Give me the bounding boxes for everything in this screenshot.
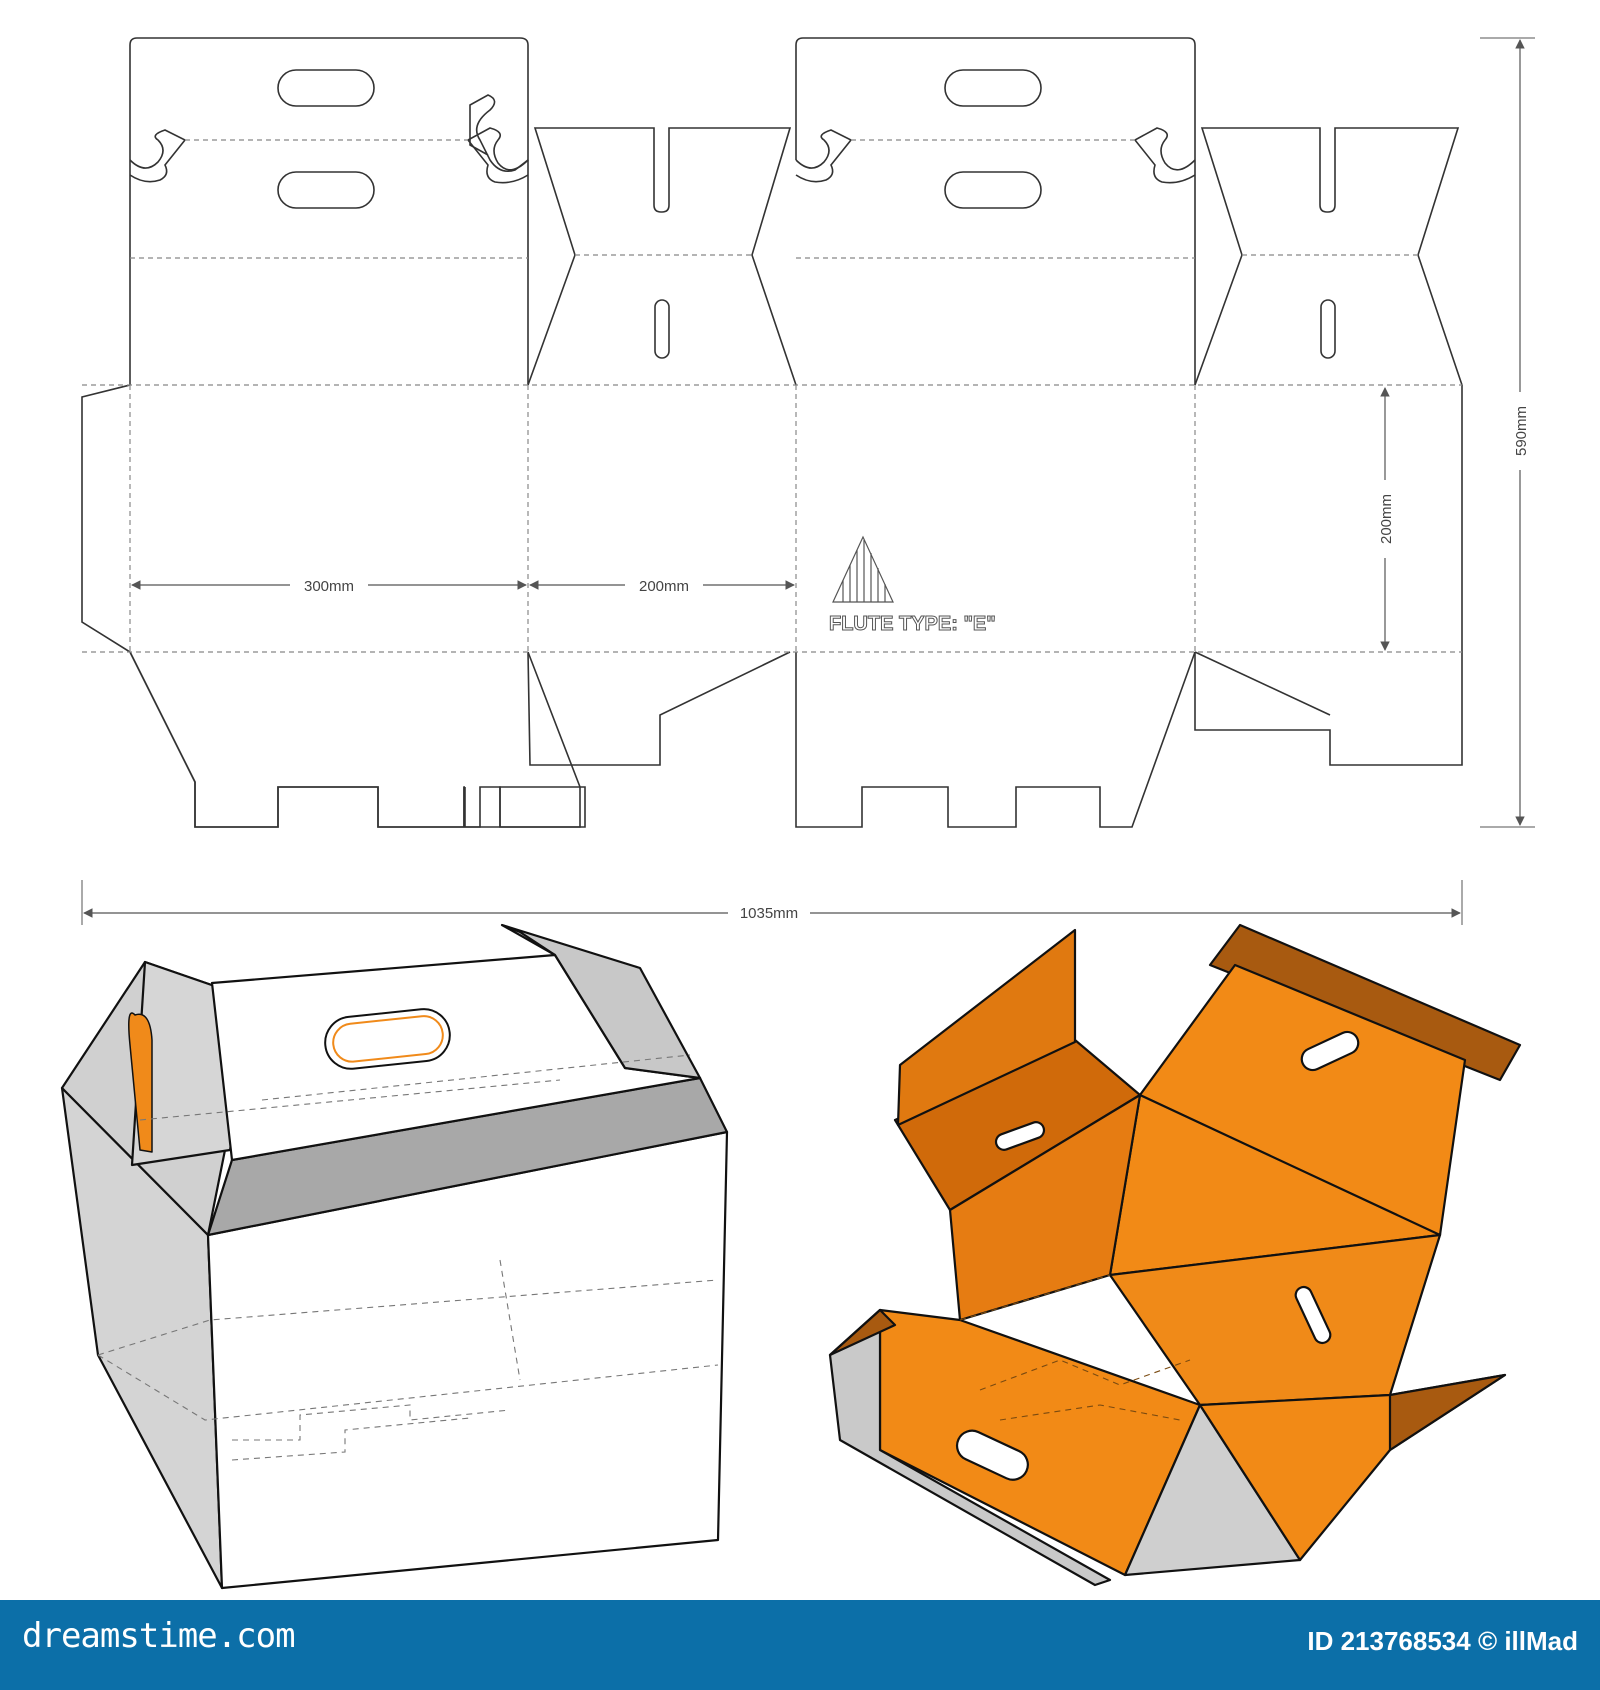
flat-dieline bbox=[81, 37, 1463, 828]
open-box-hidden-lines bbox=[959, 1274, 1191, 1421]
closed-box-3d bbox=[60, 923, 729, 1590]
handle-slot-1 bbox=[277, 69, 375, 107]
handle-slot-2 bbox=[277, 171, 375, 209]
dim-label-200mm-height: 200mm bbox=[1378, 494, 1395, 544]
closed-box-hidden-lines bbox=[97, 1054, 719, 1461]
dim-label-300mm: 300mm bbox=[304, 578, 354, 595]
dim-label-1035mm: 1035mm bbox=[740, 905, 798, 922]
panel-a-top-flap bbox=[129, 37, 529, 173]
open-box-3d bbox=[828, 923, 1522, 1587]
panel-b-bottom-flap bbox=[527, 651, 791, 766]
crease-lines bbox=[82, 139, 1462, 653]
handle-slot-3 bbox=[944, 69, 1042, 107]
panel-c-bottom-flap bbox=[795, 651, 1196, 828]
dim-label-590mm: 590mm bbox=[1513, 406, 1530, 456]
footer-brand[interactable]: dreamstime.com bbox=[22, 1616, 296, 1656]
panel-d-top-flap bbox=[1194, 127, 1463, 386]
panel-c-top-flap bbox=[795, 37, 1196, 385]
panel-b-top-flap bbox=[527, 127, 797, 386]
panel-d-bottom-flap bbox=[1194, 652, 1463, 766]
dim-label-200mm-width: 200mm bbox=[639, 578, 689, 595]
footer-image-id: ID 213768534 © illMad bbox=[1307, 1626, 1578, 1656]
body-outline bbox=[81, 384, 1463, 653]
dimension-lines bbox=[81, 37, 1535, 925]
flute-symbol-icon bbox=[832, 535, 894, 603]
dieline-svg: 300mm 200mm 200mm 590mm 1035mm FLUTE TYP… bbox=[60, 37, 1535, 1590]
panel-a-bottom-flap bbox=[129, 651, 586, 828]
footer-bar: dreamstime.com ID 213768534 © illMad bbox=[0, 1600, 1600, 1690]
flute-type-label: FLUTE TYPE: "E" bbox=[829, 613, 996, 635]
handle-slot-4 bbox=[944, 171, 1042, 209]
open-box-top-flap bbox=[1138, 963, 1467, 1237]
illustration-canvas: 300mm 200mm 200mm 590mm 1035mm FLUTE TYP… bbox=[60, 37, 1535, 1590]
